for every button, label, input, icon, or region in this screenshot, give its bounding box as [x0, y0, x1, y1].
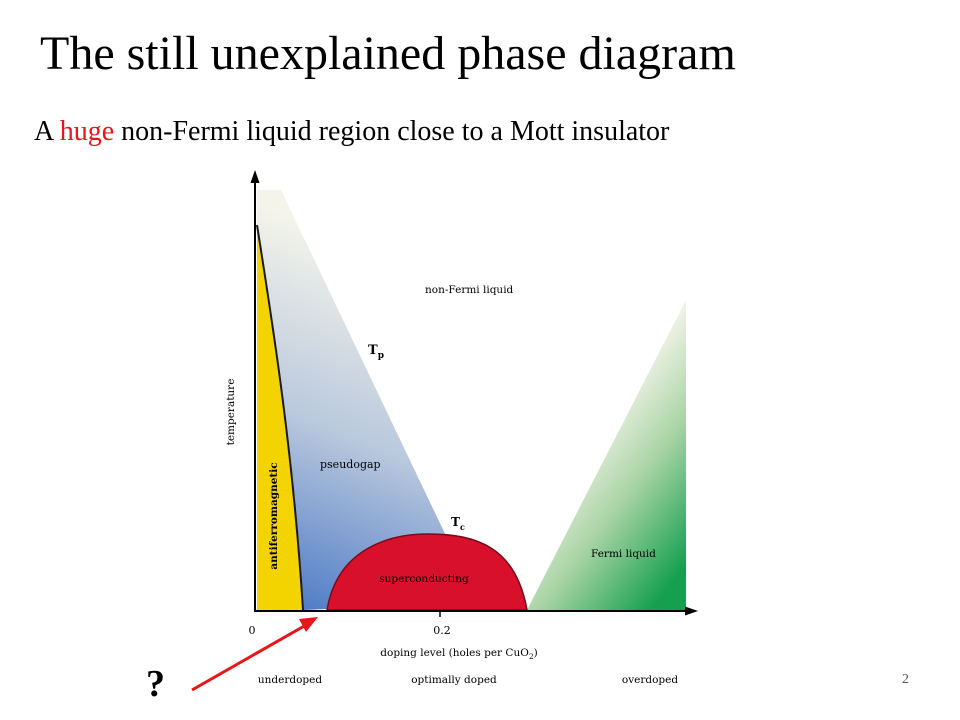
x-axis-arrow — [685, 606, 698, 616]
superconducting-label: superconducting — [379, 573, 469, 585]
y-axis-label: temperature — [225, 379, 237, 446]
antiferromagnetic-label: antiferromagnetic — [268, 462, 280, 569]
red-arrow-shaft — [191, 623, 307, 692]
fermi-liquid-region — [527, 300, 686, 610]
fermi-liquid-label: Fermi liquid — [591, 548, 656, 560]
tp-label-subscript: p — [378, 351, 384, 361]
antiferromagnetic-boundary — [256, 224, 304, 611]
tp-label-main: T — [368, 343, 378, 358]
tp-label: Tp — [368, 343, 384, 361]
x-axis-label-main: doping level (holes per CuO — [380, 647, 529, 659]
slide-title: The still unexplained phase diagram — [40, 27, 736, 80]
red-arrow-head — [299, 617, 318, 632]
tc-label-subscript: c — [460, 522, 465, 532]
question-mark: ? — [146, 663, 165, 705]
x-tick-label-0.2: 0.2 — [433, 624, 451, 637]
subtitle-highlight: huge — [59, 116, 115, 147]
x-axis-label: doping level (holes per CuO2) — [380, 647, 537, 661]
x-tick-label-0: 0 — [249, 624, 256, 637]
slide-subtitle: A huge non-Fermi liquid region close to … — [34, 116, 669, 148]
x-axis-label-subscript: 2 — [529, 652, 534, 661]
y-axis-arrow — [250, 170, 260, 183]
subtitle-rest: non-Fermi liquid region close to a Mott … — [114, 116, 670, 147]
antiferromagnetic-region — [257, 225, 303, 610]
doping-regime-underdoped: underdoped — [258, 674, 322, 686]
tc-label: Tc — [451, 515, 465, 532]
pseudogap-label: pseudogap — [320, 458, 381, 471]
superconducting-dome — [326, 533, 528, 611]
tc-label-main: T — [451, 515, 460, 529]
doping-regime-optimal: optimally doped — [411, 674, 497, 686]
non-fermi-liquid-label: non-Fermi liquid — [425, 284, 514, 296]
pseudogap-region — [257, 190, 515, 610]
subtitle-lead: A — [34, 116, 60, 147]
page-number: 2 — [902, 672, 909, 687]
doping-regime-overdoped: overdoped — [622, 674, 678, 686]
x-axis-label-suffix: ) — [534, 647, 538, 659]
